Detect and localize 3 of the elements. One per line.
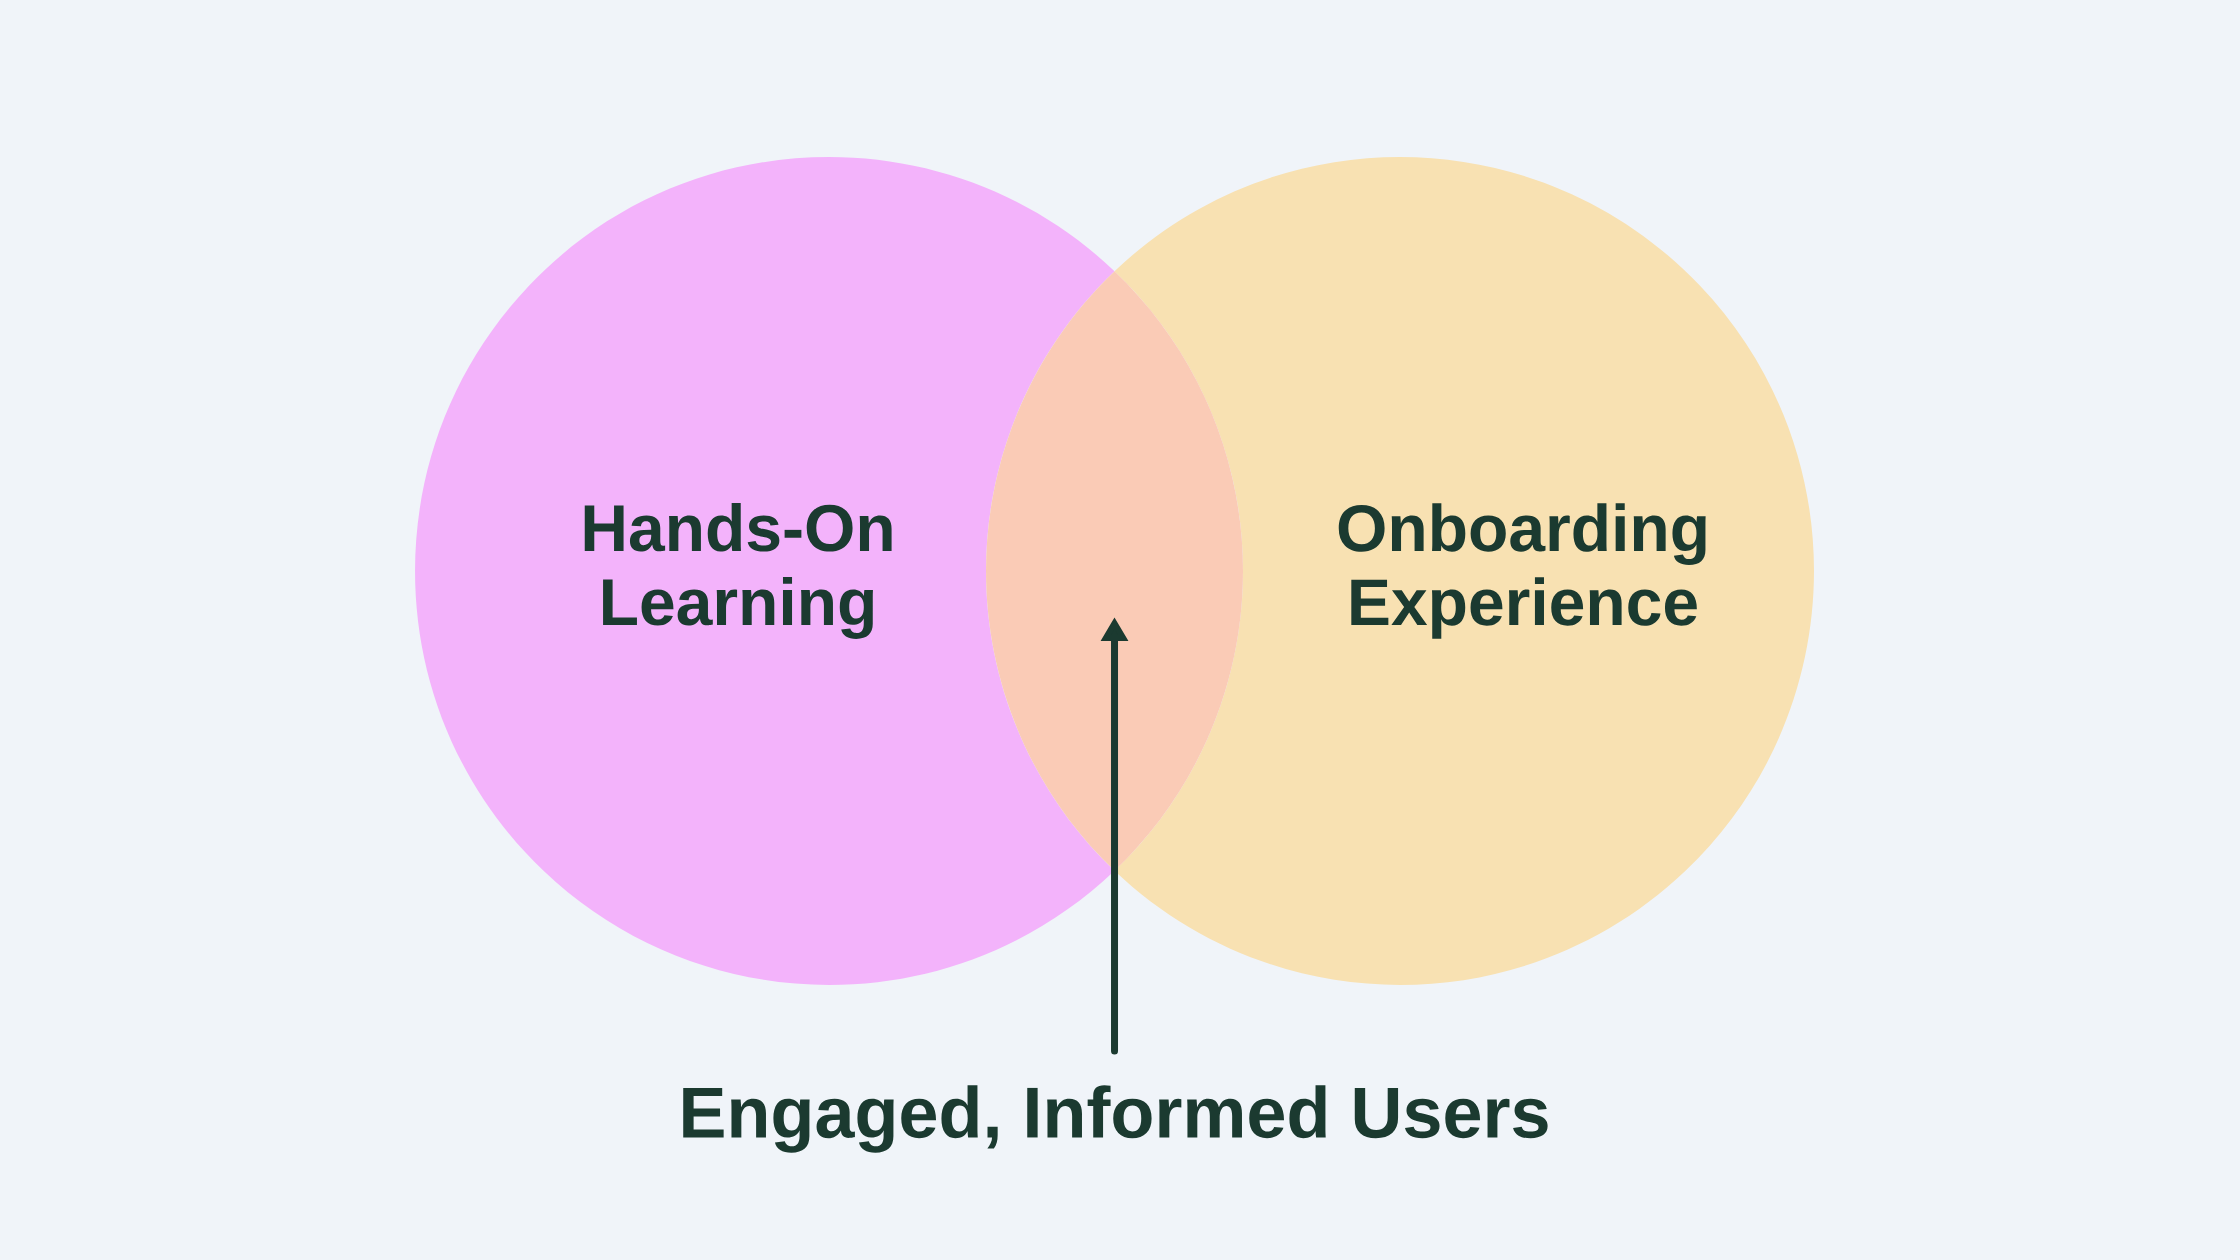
result-label: Engaged, Informed Users: [683, 1085, 1548, 1153]
circle-label: Hands-On Learning: [584, 503, 892, 639]
circle-label: Onboarding Experience: [1338, 503, 1706, 639]
